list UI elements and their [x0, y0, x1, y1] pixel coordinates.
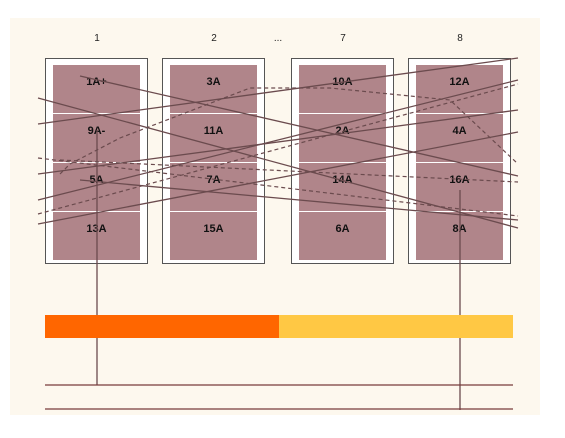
- cell: 6A: [299, 212, 386, 260]
- connection-line: [79, 75, 519, 177]
- column-label-8: 8: [457, 33, 463, 44]
- card-column-7: 10A 2A 14A 6A: [291, 58, 394, 264]
- cell: 3A: [170, 65, 257, 113]
- progress-bar-fill: [45, 315, 279, 338]
- cell-label: 16A: [449, 174, 470, 186]
- vertical-stems: [96, 130, 461, 410]
- cell: 12A: [416, 65, 503, 113]
- connection-line: [37, 79, 519, 201]
- connection-line: [37, 131, 519, 225]
- cell-label: 11A: [203, 125, 224, 137]
- column-label-7: 7: [340, 33, 346, 44]
- column-label-ellipsis: ...: [273, 33, 283, 44]
- dashed-connection-line: [59, 159, 519, 183]
- card-column-2: 3A 11A 7A 15A: [162, 58, 265, 264]
- cell: 15A: [170, 212, 257, 260]
- dashed-connection-line: [37, 83, 519, 215]
- connection-line: [37, 57, 519, 125]
- connection-line: [37, 109, 519, 175]
- cell-label: 3A: [206, 76, 221, 88]
- column-label-1: 1: [94, 33, 100, 44]
- dashed-connection-line: [37, 157, 519, 217]
- cell: 2A: [299, 114, 386, 162]
- cell-label: 7A: [206, 174, 221, 186]
- cell-label: 4A: [452, 125, 467, 137]
- cell-label: 15A: [203, 223, 224, 235]
- column-label-2: 2: [211, 33, 217, 44]
- cell: 7A: [170, 163, 257, 211]
- cell-label: 12A: [449, 76, 470, 88]
- dashed-connections: [37, 83, 519, 217]
- connection-line: [79, 179, 519, 221]
- dashed-connection-line: [59, 87, 519, 175]
- progress-bar-remainder: [279, 315, 513, 338]
- bottom-rails: [45, 384, 513, 410]
- cell-label: 6A: [335, 223, 350, 235]
